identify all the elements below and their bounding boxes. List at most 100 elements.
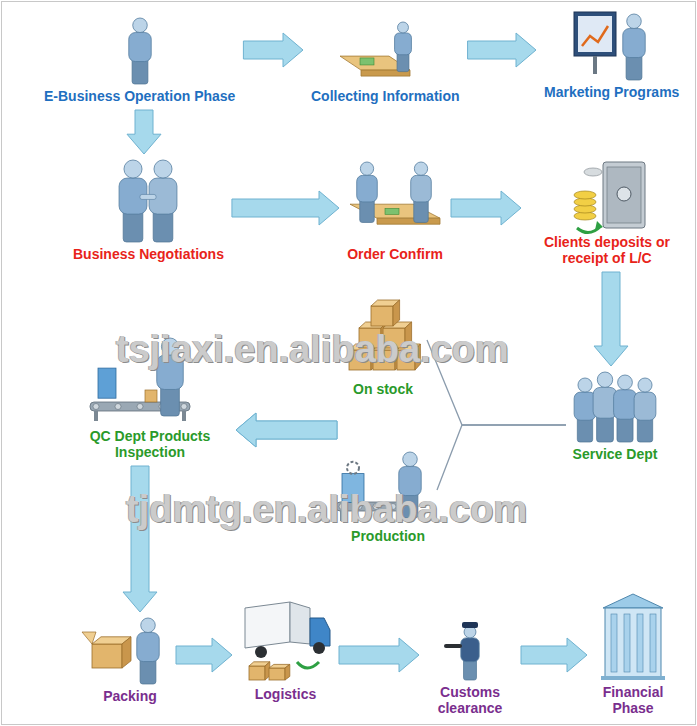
- watermark: tjdmtg.en.alibaba.com: [126, 488, 527, 531]
- process-step: Logistics: [238, 598, 333, 702]
- step-label: Service Dept: [570, 446, 660, 462]
- step-label: Order Confirm: [345, 246, 445, 262]
- flow-arrow: [339, 638, 419, 672]
- flow-arrow: [232, 191, 339, 225]
- process-step: Customs clearance: [425, 622, 515, 716]
- node-icon: [129, 18, 151, 84]
- desk-edge: [377, 218, 440, 224]
- node-icon: [444, 622, 479, 680]
- person-head: [627, 14, 642, 29]
- person-body: [574, 392, 596, 420]
- paper: [385, 208, 399, 214]
- conveyor-leg: [94, 411, 98, 421]
- bank-column: [637, 614, 643, 672]
- person-body: [614, 390, 637, 419]
- board-screen: [578, 16, 612, 52]
- node-icon: [340, 22, 411, 76]
- bank-roof: [603, 594, 663, 608]
- flow-arrow: [521, 638, 587, 672]
- flow-arrow: [236, 413, 337, 447]
- baton: [444, 644, 462, 648]
- box-flap: [82, 632, 96, 644]
- step-label: Marketing Programs: [542, 84, 681, 100]
- flow-arrow: [468, 33, 536, 67]
- board-frame: [574, 12, 616, 56]
- machine: [98, 368, 116, 398]
- paper: [360, 58, 374, 65]
- safe-dial: [617, 187, 631, 201]
- step-label: Logistics: [238, 686, 333, 702]
- person-head: [403, 452, 418, 467]
- cycle-arrow: [297, 662, 319, 668]
- person-body: [395, 33, 412, 55]
- truck-side: [290, 602, 310, 644]
- person-head: [133, 18, 148, 33]
- truck-cargo: [245, 602, 290, 648]
- flow-arrow: [594, 272, 628, 366]
- process-step: Service Dept: [570, 372, 660, 462]
- handshake-hands: [140, 194, 156, 199]
- person-body: [461, 638, 479, 662]
- process-step: QC Dept Products Inspection: [70, 338, 230, 460]
- conveyor-roller: [181, 404, 187, 410]
- person-head: [414, 162, 427, 175]
- truck-wheel: [313, 642, 325, 654]
- conveyor-roller: [93, 404, 99, 410]
- flow-arrow: [123, 466, 157, 612]
- node-icon: [119, 160, 177, 242]
- box-front: [249, 666, 265, 680]
- person-body: [623, 29, 645, 58]
- person-head: [597, 372, 612, 387]
- node-icon: [574, 162, 645, 233]
- safe-body: [603, 162, 645, 228]
- coin: [574, 191, 596, 199]
- step-label: QC Dept Products Inspection: [70, 428, 230, 460]
- step-label: On stock: [343, 381, 423, 397]
- flow-arrow: [451, 191, 521, 225]
- truck-wheel: [255, 646, 267, 658]
- process-step: Production: [343, 452, 433, 544]
- flow-arrow: [176, 638, 232, 672]
- box-front: [371, 306, 393, 326]
- process-step: Financial Phase: [593, 592, 673, 716]
- person-head: [154, 160, 172, 178]
- person-body: [634, 392, 656, 420]
- node-icon: [245, 602, 330, 680]
- watermark: tsjiaxi.en.alibaba.com: [116, 328, 509, 371]
- conveyor-leg: [182, 411, 186, 421]
- step-label: Financial Phase: [593, 684, 673, 716]
- bank-step: [601, 676, 665, 680]
- gear: [347, 462, 359, 474]
- conveyor-roller: [137, 404, 143, 410]
- node-icon: [601, 594, 665, 680]
- board-stand: [593, 56, 597, 74]
- product: [145, 390, 157, 402]
- person-head: [398, 22, 409, 33]
- box-side: [122, 637, 131, 668]
- step-label: Packing: [90, 688, 170, 704]
- node-icon: [82, 618, 159, 684]
- step-label: Collecting Information: [309, 88, 462, 104]
- person-body: [411, 175, 432, 202]
- process-step: E-Business Operation Phase: [42, 18, 237, 104]
- box-side: [285, 664, 290, 680]
- coin: [584, 168, 602, 176]
- board-chart: [582, 26, 608, 46]
- step-label: E-Business Operation Phase: [42, 88, 237, 104]
- person-body: [129, 33, 151, 62]
- process-step: Collecting Information: [309, 22, 462, 104]
- flow-arrow: [236, 413, 337, 447]
- person-head: [360, 162, 373, 175]
- step-label: Production: [343, 528, 433, 544]
- node-icon: [574, 372, 656, 442]
- person-head: [618, 375, 633, 390]
- box-side: [393, 300, 400, 326]
- process-step: Business Negotiations: [71, 160, 226, 262]
- box-front: [92, 644, 122, 668]
- conveyor-roller: [115, 404, 121, 410]
- bank-column: [611, 614, 617, 672]
- node-icon: [574, 12, 645, 80]
